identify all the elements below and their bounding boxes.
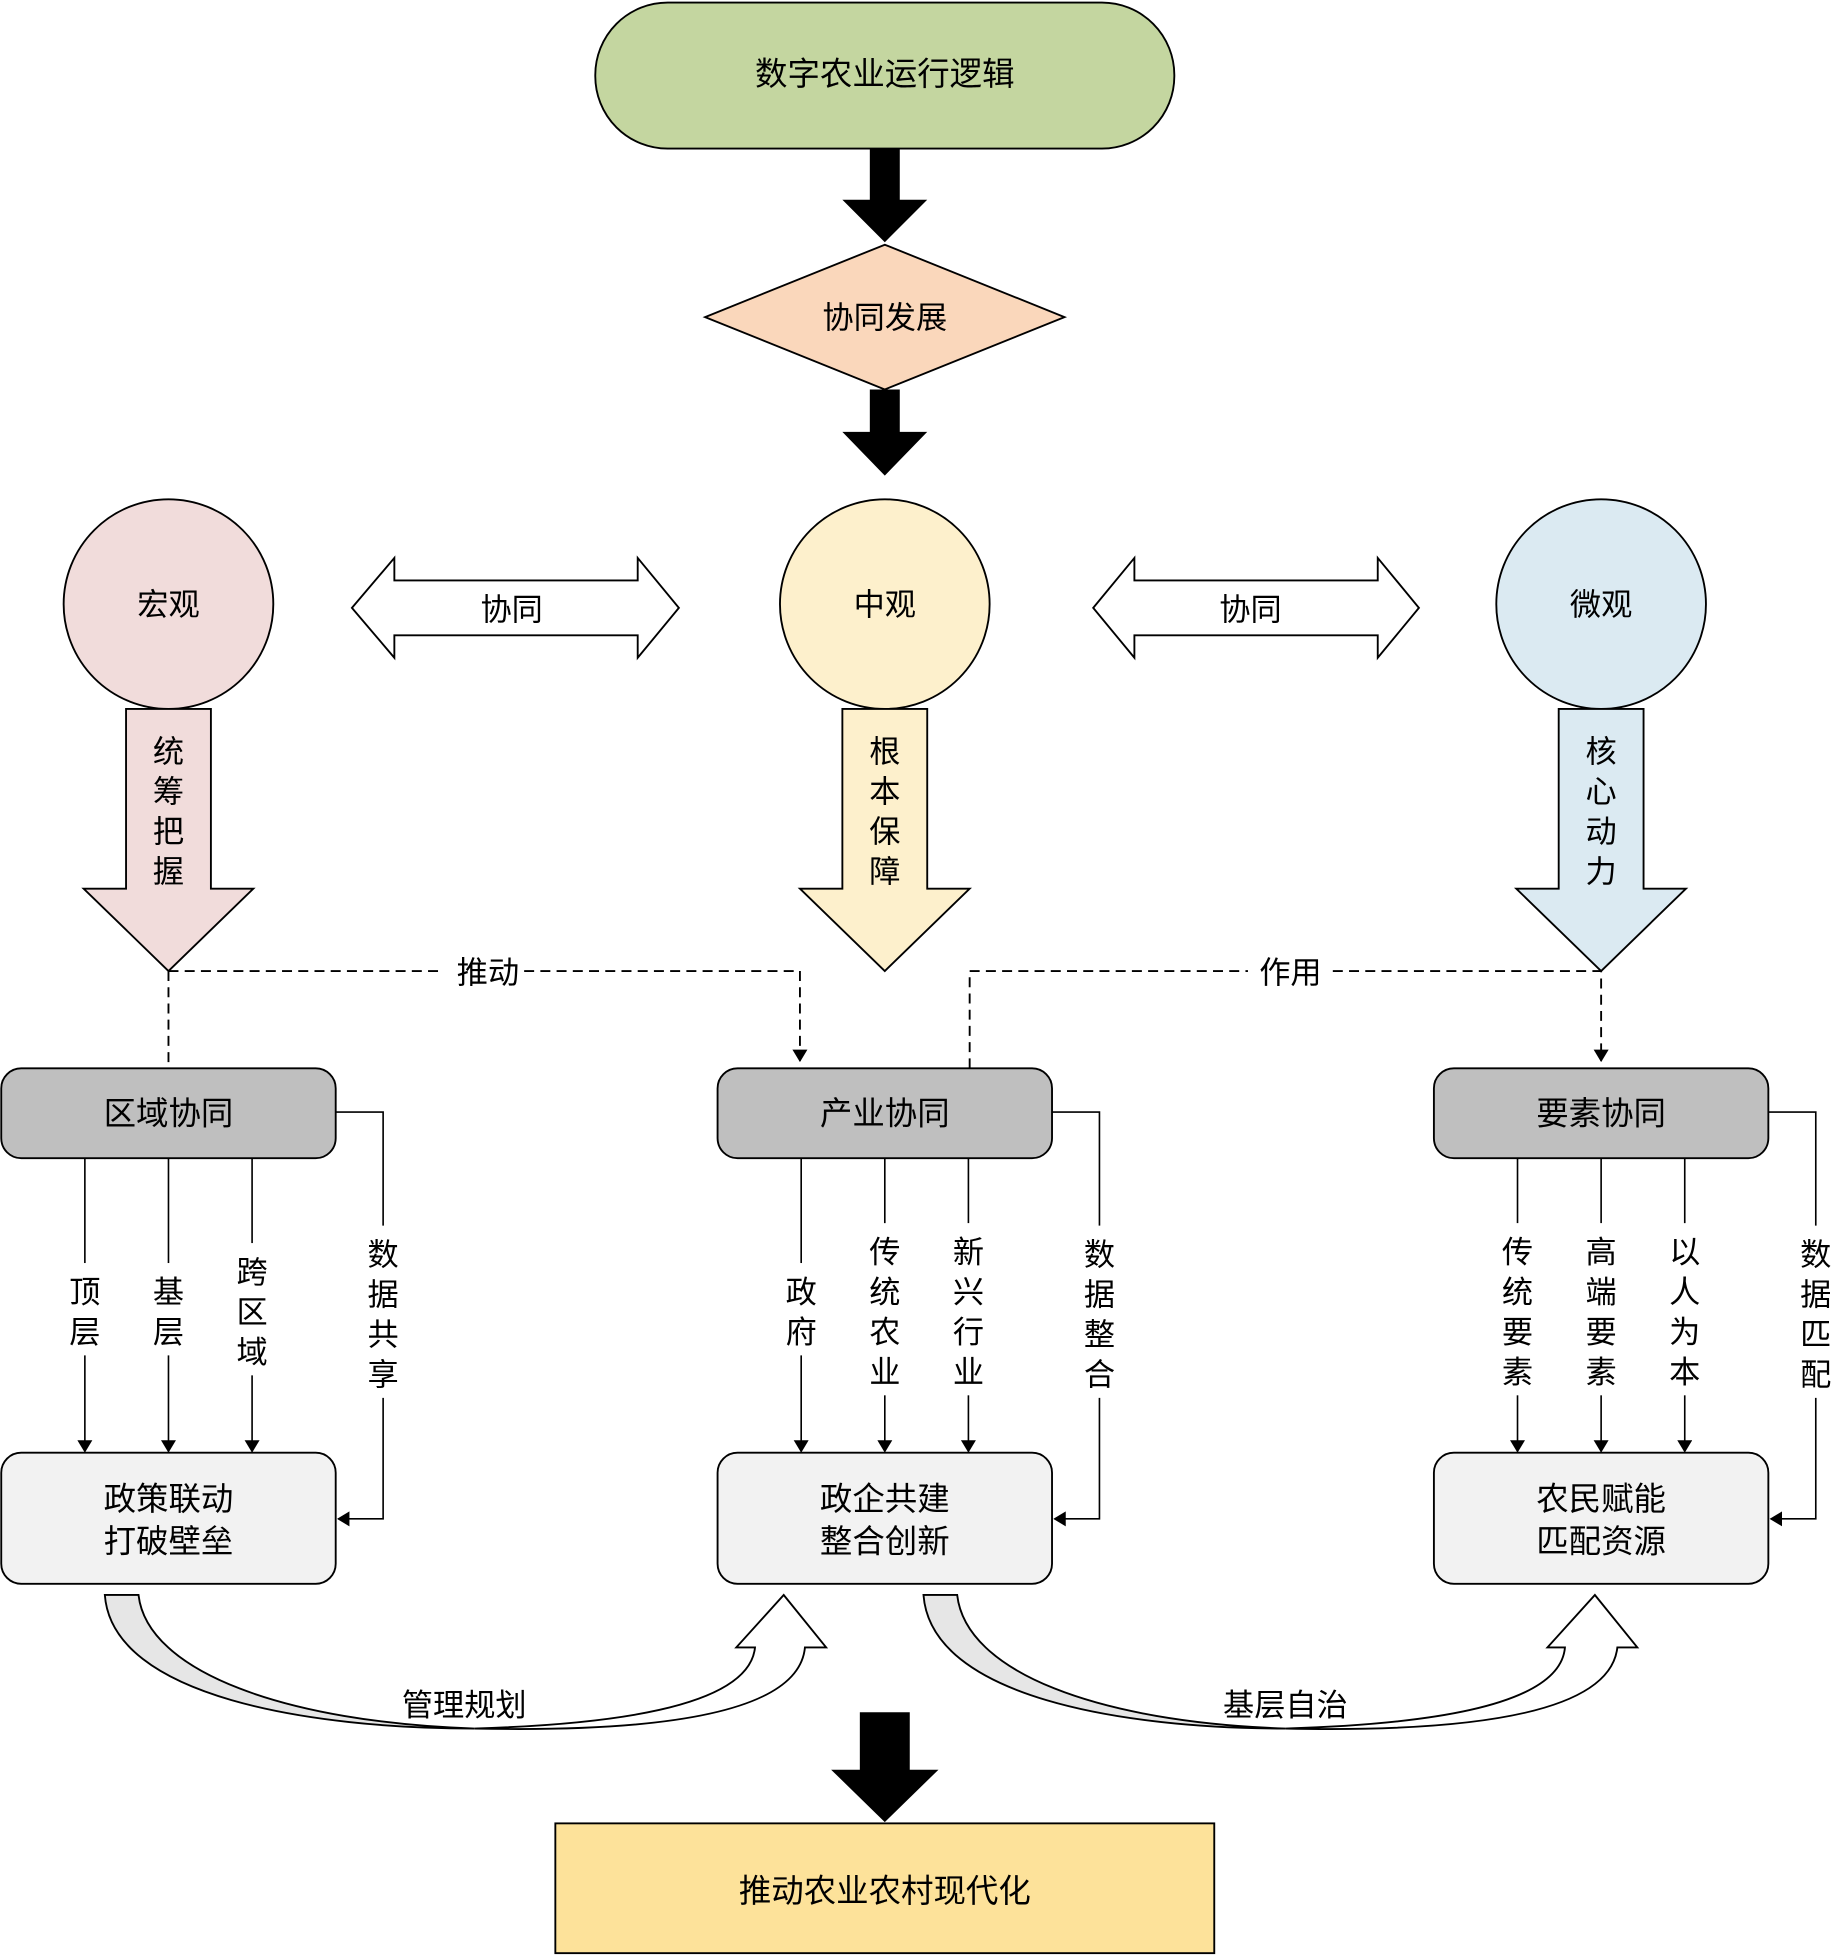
synergy-double-arrow-1-label: 协同: [480, 592, 542, 628]
outcome-box-label: 匹配资源: [1536, 1523, 1666, 1561]
side-connector: [1768, 1111, 1817, 1226]
dashed-link-act-label: 作用: [1259, 955, 1321, 991]
curved-arrow-1-label: 管理规划: [402, 1688, 527, 1724]
curved-arrow-1: 管理规划: [103, 1593, 829, 1730]
level-arrow-macro: 统筹把握: [81, 708, 256, 973]
level-macro-label: 宏观: [137, 587, 199, 623]
side-input-label: 数据匹配: [1800, 1238, 1831, 1394]
input-label: 高端要素: [1586, 1235, 1617, 1391]
flow-arrow-2: [842, 389, 928, 476]
level-arrow-macro-label: 统筹把握: [153, 735, 184, 891]
synergy-box-label: 区域协同: [104, 1095, 234, 1133]
decision-node: 协同发展: [702, 243, 1068, 391]
level-arrow-meso: 根本保障: [797, 708, 972, 973]
curved-arrow-2-label: 基层自治: [1223, 1688, 1348, 1724]
side-arrow: [1053, 1397, 1101, 1527]
side-arrow: [336, 1397, 384, 1527]
side-input-label: 数据共享: [368, 1238, 399, 1394]
input-label: 新兴行业: [953, 1235, 984, 1391]
input-label: 顶层: [69, 1275, 100, 1351]
title-node: 数字农业运行逻辑: [594, 1, 1176, 150]
dashed-link-push: [167, 970, 808, 1069]
side-connector: [335, 1111, 384, 1226]
dashed-link-act: [968, 970, 1609, 1069]
outcome-box: [1432, 1451, 1770, 1585]
side-connector: [1052, 1111, 1101, 1226]
level-meso: 中观: [779, 498, 991, 710]
flow-arrow-3: [831, 1712, 939, 1823]
level-arrow-meso-label: 根本保障: [869, 735, 900, 891]
side-input-label: 数据整合: [1084, 1238, 1115, 1394]
synergy-box-label: 要素协同: [1536, 1095, 1666, 1133]
side-arrow: [1769, 1397, 1817, 1527]
outcome-box-label: 农民赋能: [1536, 1480, 1666, 1518]
final-node: 推动农业农村现代化: [554, 1822, 1216, 1955]
input-label: 传统农业: [869, 1235, 900, 1391]
level-micro: 微观: [1495, 498, 1707, 710]
curved-arrow-2: 基层自治: [922, 1593, 1640, 1730]
synergy-double-arrow-2: 协同: [1091, 555, 1421, 661]
final-node-label: 推动农业农村现代化: [739, 1872, 1031, 1910]
synergy-double-arrow-2-label: 协同: [1219, 592, 1281, 628]
dashed-link-push-label: 推动: [457, 955, 519, 991]
input-label: 传统要素: [1502, 1235, 1533, 1391]
decision-node-label: 协同发展: [822, 300, 947, 336]
outcome-box-label: 整合创新: [820, 1523, 950, 1561]
outcome-box-label: 政企共建: [820, 1480, 950, 1518]
input-label: 跨区域: [236, 1255, 267, 1371]
synergy-box-label: 产业协同: [820, 1095, 950, 1133]
title-node-label: 数字农业运行逻辑: [755, 55, 1015, 93]
level-micro-label: 微观: [1570, 587, 1632, 623]
input-label: 政府: [786, 1275, 817, 1351]
level-arrow-micro-label: 核心动力: [1586, 735, 1617, 891]
input-label: 以人为本: [1669, 1235, 1700, 1391]
level-arrow-micro: 核心动力: [1513, 708, 1689, 973]
input-label: 基层: [153, 1275, 184, 1351]
flow-arrow-1: [842, 148, 928, 243]
level-meso-label: 中观: [854, 587, 916, 623]
level-macro: 宏观: [62, 498, 275, 710]
outcome-box-label: 打破壁垒: [104, 1523, 234, 1561]
outcome-box: [716, 1451, 1053, 1585]
outcome-box: [0, 1451, 337, 1585]
outcome-box-label: 政策联动: [104, 1480, 234, 1518]
synergy-double-arrow-1: 协同: [350, 555, 681, 661]
